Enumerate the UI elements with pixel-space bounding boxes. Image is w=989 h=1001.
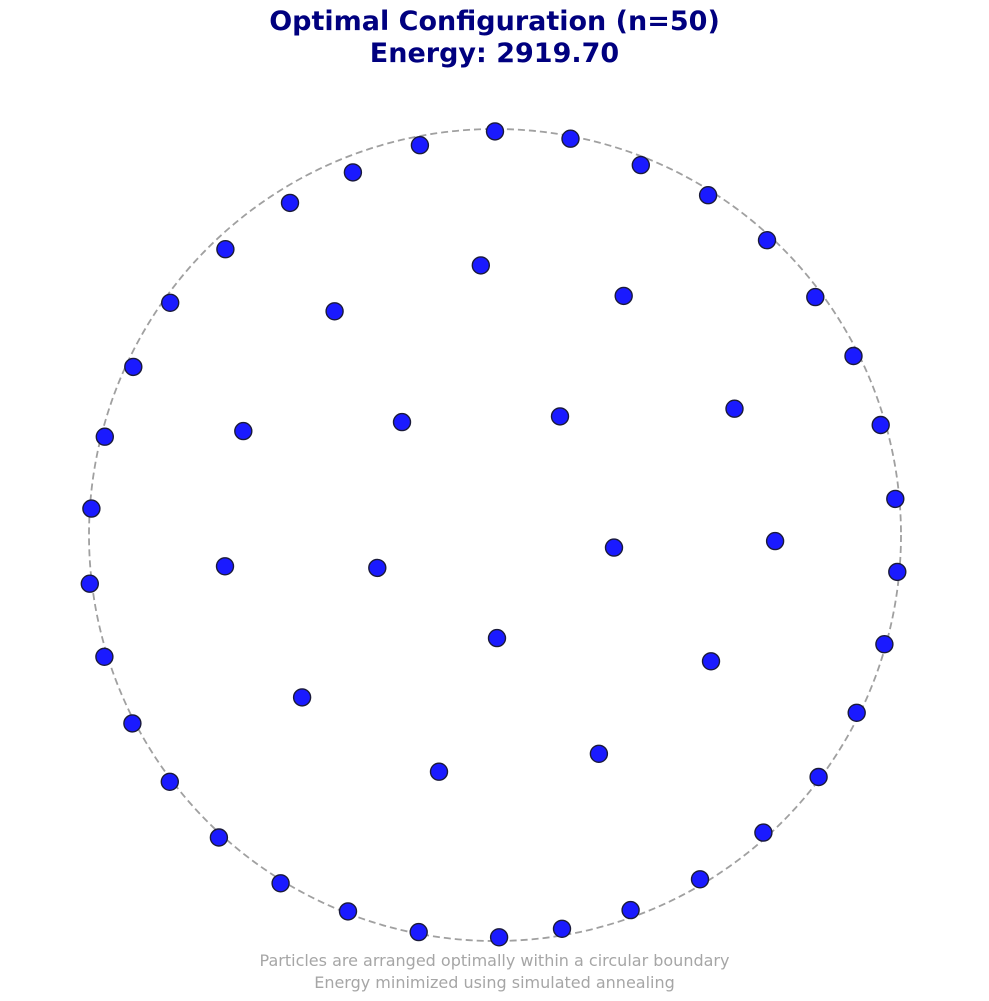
particle-point [690,870,710,889]
particle-point [124,357,143,377]
particle-point [754,823,773,842]
particle-point [621,900,640,920]
particle-point [160,772,180,791]
particle-point [886,489,905,509]
particle-point [292,688,312,707]
particle-point [234,421,253,441]
particle-point [806,287,825,307]
particle-point [614,286,633,306]
particle-point [589,744,609,763]
particle-point [471,256,490,275]
particle-point [280,193,300,213]
particle-point [875,635,894,654]
particle-point [844,346,863,366]
particle-point [410,135,430,155]
particle-point [392,412,412,432]
particle-point [215,557,235,576]
particle-point [701,652,721,671]
particle-point [95,427,115,446]
chart-subtitle-energy: Energy: 2919.70 [369,38,620,69]
boundary-layer [88,128,902,942]
caption-line-2: Energy minimized using simulated anneali… [314,973,675,992]
particle-point [871,415,890,435]
particle-point [487,628,507,648]
particle-point [552,919,572,938]
particle-point [765,531,785,551]
particle-point [325,302,344,321]
particle-point [368,558,387,578]
particle-point [489,928,509,947]
particle-point [561,129,580,148]
particle-point [809,767,828,787]
particle-point [888,562,907,582]
particle-point [485,122,505,141]
particle-point [631,155,650,175]
particle-point [123,714,142,733]
particle-point [698,185,718,205]
particle-point [847,703,866,722]
particle-point [82,499,101,518]
particle-point [550,407,570,426]
particle-point [343,163,363,182]
particle-point [95,647,114,666]
particle-point [338,902,358,921]
particle-point [209,828,229,847]
particle-point [757,230,777,250]
particles-layer [80,122,907,947]
particle-point [429,762,449,781]
particle-point [80,574,100,593]
particle-point [160,293,180,312]
boundary-circle [88,128,902,942]
caption-line-1: Particles are arranged optimally within … [259,951,730,970]
particle-point [409,922,428,942]
chart-title: Optimal Configuration (n=50) [269,6,720,37]
particle-point [725,399,744,418]
particle-point [604,538,624,557]
particle-point [216,239,235,259]
particle-point [271,874,290,893]
